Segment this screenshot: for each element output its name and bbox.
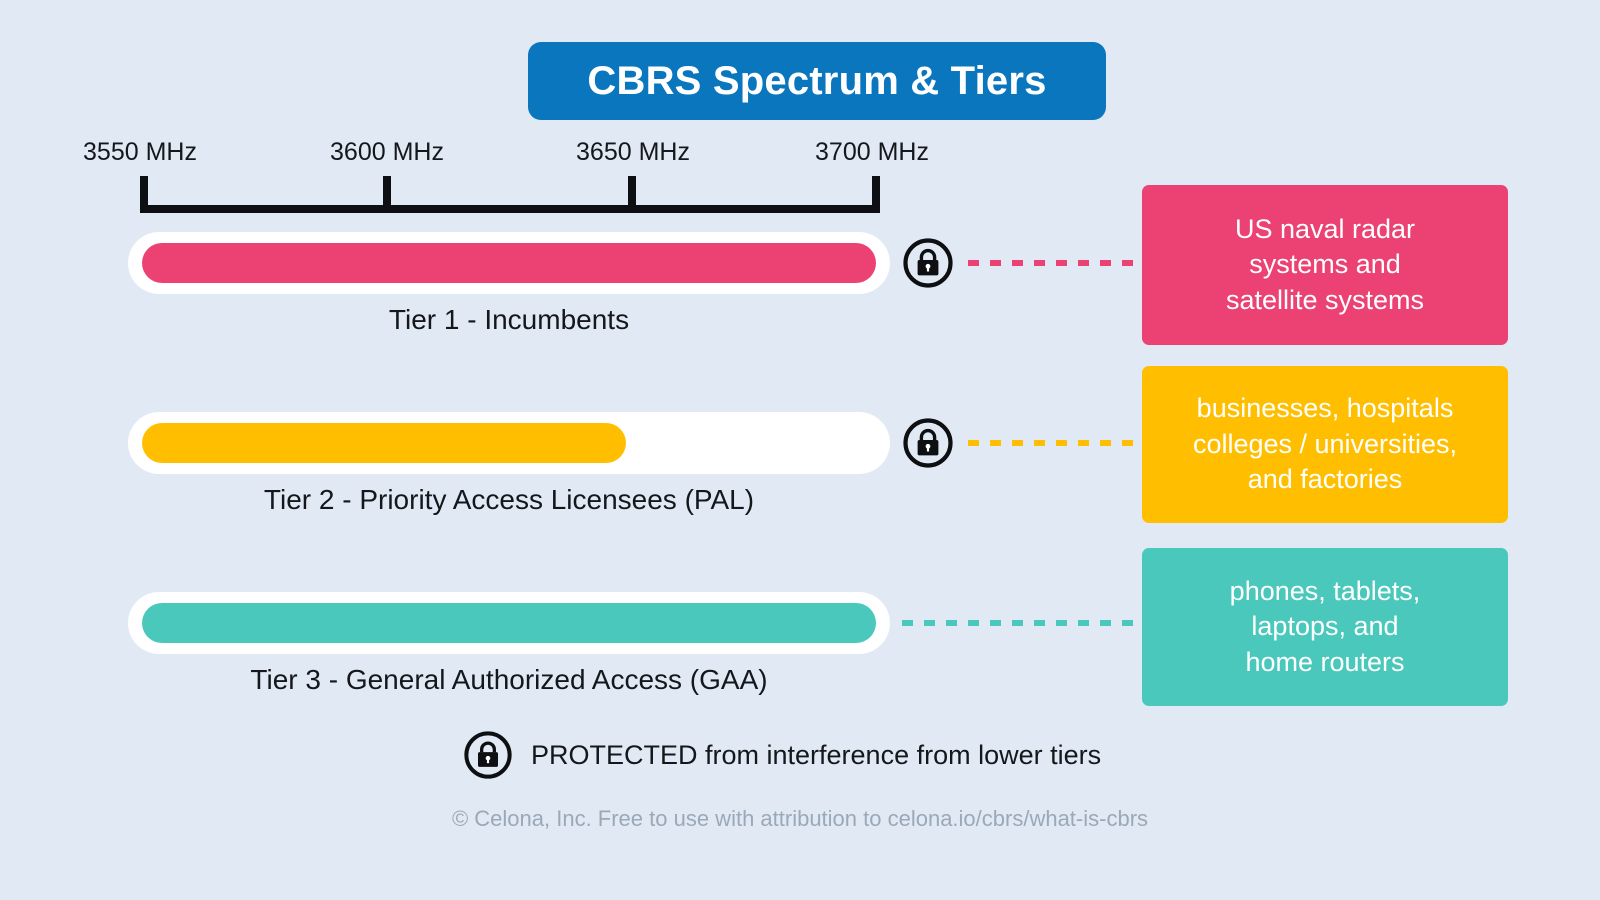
scale-label-3550: 3550 MHz: [83, 138, 197, 166]
scale-label-3650: 3650 MHz: [576, 138, 690, 166]
tier-2-callout-text: businesses, hospitals colleges / univers…: [1192, 393, 1458, 495]
lock-icon: [902, 237, 954, 289]
tier-1-bar-fill: [142, 243, 876, 283]
page-title: CBRS Spectrum & Tiers: [587, 58, 1047, 103]
scale-tick-3550: [140, 176, 148, 209]
tier-2-bar-track: [128, 412, 890, 474]
tier-3-bar-fill: [142, 603, 876, 643]
tier-2-connector: [968, 440, 1134, 446]
lock-icon: [902, 417, 954, 469]
tier-1-bar-track: [128, 232, 890, 294]
tier-3-callout: phones, tablets, laptops, and home route…: [1142, 548, 1508, 706]
tier-1-caption: Tier 1 - Incumbents: [388, 304, 630, 335]
scale-baseline: [140, 205, 880, 213]
title-banner: CBRS Spectrum & Tiers: [528, 42, 1106, 120]
tier-1-callout: US naval radar systems and satellite sys…: [1142, 185, 1508, 345]
scale-tick-3700: [872, 176, 880, 209]
tier-3-caption: Tier 3 - General Authorized Access (GAA): [250, 664, 768, 695]
tier-3-connector: [902, 620, 1134, 626]
frequency-scale: 3550 MHz 3600 MHz 3650 MHz 3700 MHz: [83, 138, 929, 216]
scale-tick-3600: [383, 176, 391, 209]
tier-2-callout: businesses, hospitals colleges / univers…: [1142, 366, 1508, 523]
tier-3-callout-text: phones, tablets, laptops, and home route…: [1229, 575, 1421, 677]
tier-3-bar-track: [128, 592, 890, 654]
tier-1-connector: [968, 260, 1134, 266]
tier-2-bar-fill: [142, 423, 627, 463]
legend: PROTECTED from interference from lower t…: [463, 730, 1101, 780]
tier-2-caption: Tier 2 - Priority Access Licensees (PAL): [263, 484, 755, 515]
scale-tick-3650: [628, 176, 636, 209]
scale-label-3700: 3700 MHz: [815, 138, 929, 166]
attribution: © Celona, Inc. Free to use with attribut…: [451, 806, 1149, 831]
scale-label-3600: 3600 MHz: [330, 138, 444, 166]
lock-icon: [463, 730, 513, 780]
legend-text: PROTECTED from interference from lower t…: [531, 739, 1102, 770]
tier-1-callout-text: US naval radar systems and satellite sys…: [1225, 213, 1425, 315]
